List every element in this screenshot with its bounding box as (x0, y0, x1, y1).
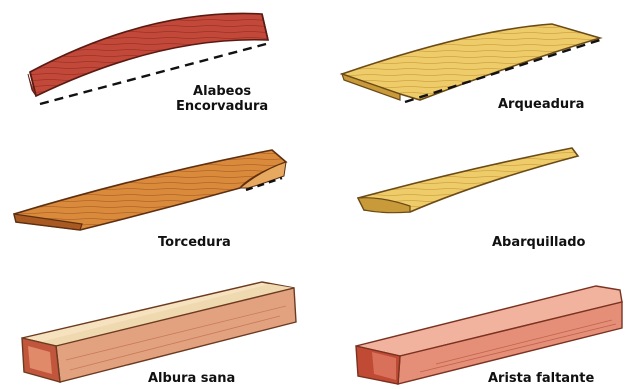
label-alabeos-line1: Alabeos (176, 84, 268, 99)
board-arista-faltante (356, 286, 622, 384)
board-torcedura (14, 150, 286, 230)
label-alabeos: Alabeos Encorvadura (176, 84, 268, 114)
label-albura-sana: Albura sana (148, 371, 235, 386)
board-albura-sana (22, 282, 296, 382)
label-arista-faltante: Arista faltante (488, 371, 594, 386)
label-torcedura: Torcedura (158, 235, 231, 250)
board-abarquillado (358, 148, 578, 213)
label-arqueadura: Arqueadura (498, 97, 584, 112)
label-alabeos-line2: Encorvadura (176, 99, 268, 114)
board-arqueadura (342, 24, 600, 102)
label-abarquillado: Abarquillado (492, 235, 586, 250)
